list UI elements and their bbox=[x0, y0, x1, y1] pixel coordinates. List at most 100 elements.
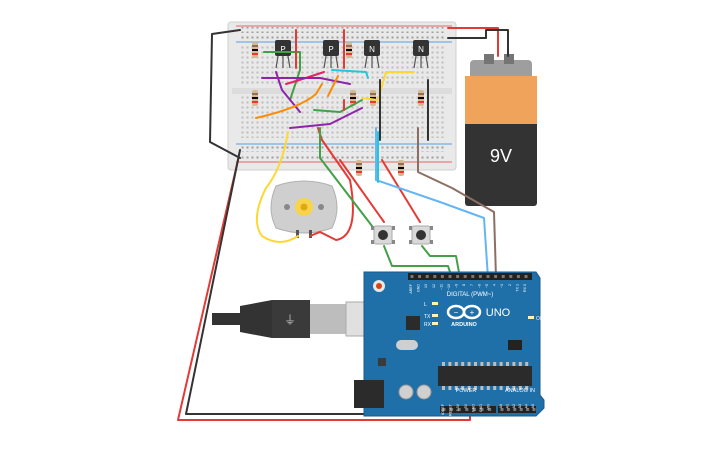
header-pin-hole[interactable] bbox=[471, 275, 475, 278]
header-pin-hole[interactable] bbox=[506, 408, 510, 411]
chip-pin bbox=[518, 362, 522, 366]
pin-label: 7 bbox=[470, 284, 474, 286]
wires-breadboard bbox=[255, 29, 429, 141]
chip-pin bbox=[474, 362, 477, 366]
header-pin-hole[interactable] bbox=[519, 408, 523, 411]
arduino-logo: − + bbox=[446, 304, 482, 320]
header-pin-hole[interactable] bbox=[478, 275, 482, 278]
pin-label: ~3 bbox=[500, 284, 504, 288]
header-pin-hole[interactable] bbox=[465, 408, 469, 411]
wire-cyan-1 bbox=[331, 69, 369, 79]
led-rx-label: RX bbox=[424, 322, 432, 328]
header-pin-hole[interactable] bbox=[516, 275, 520, 278]
header-pin-hole[interactable] bbox=[456, 275, 460, 278]
pin-label: 3.3V bbox=[456, 403, 460, 411]
header-pin-hole[interactable] bbox=[433, 275, 437, 278]
resistor-8[interactable] bbox=[398, 160, 404, 176]
header-pin-hole[interactable] bbox=[472, 408, 476, 411]
center-channel bbox=[232, 88, 452, 94]
header-pin-hole[interactable] bbox=[524, 275, 528, 278]
pin-label: VIN bbox=[487, 404, 491, 410]
chip-pin bbox=[486, 386, 490, 390]
transistor-label: N bbox=[418, 45, 424, 54]
resistors bbox=[252, 42, 424, 176]
wire-motor-yellow bbox=[255, 131, 299, 243]
resistor-3[interactable] bbox=[252, 90, 258, 106]
pin-label: 4 bbox=[493, 284, 497, 286]
transistor-p-2[interactable]: P bbox=[323, 40, 339, 69]
chip-pins bbox=[442, 362, 529, 390]
capacitor-2 bbox=[416, 384, 432, 400]
header-pin-hole[interactable] bbox=[448, 275, 452, 278]
header-pin-hole[interactable] bbox=[494, 275, 498, 278]
wire-button1-red bbox=[339, 159, 385, 223]
dc-power-jack[interactable] bbox=[354, 380, 384, 408]
dc-motor[interactable] bbox=[270, 180, 338, 238]
header-pin-hole[interactable] bbox=[457, 408, 461, 411]
header-pin-hole[interactable] bbox=[463, 275, 467, 278]
pin-label: A4 bbox=[525, 404, 529, 408]
wires-signals bbox=[319, 127, 497, 279]
header-pin-hole[interactable] bbox=[532, 408, 536, 411]
header-pin-hole[interactable] bbox=[442, 408, 446, 411]
analog-header bbox=[498, 406, 536, 413]
chip-pin bbox=[474, 386, 477, 390]
resistor-4[interactable] bbox=[350, 90, 356, 106]
usb-icon: ⏚ bbox=[284, 313, 296, 327]
pin-label: 2 bbox=[508, 284, 512, 286]
resistor-5[interactable] bbox=[370, 90, 376, 106]
wire-green-1 bbox=[263, 51, 301, 101]
resistor-7[interactable] bbox=[356, 160, 362, 176]
chip-pin bbox=[525, 386, 529, 390]
header-pin-hole[interactable] bbox=[425, 275, 429, 278]
header-pin-hole[interactable] bbox=[486, 275, 490, 278]
pin-label: A1 bbox=[505, 404, 509, 408]
chip-pin bbox=[512, 386, 516, 390]
wire-button2-green bbox=[421, 245, 461, 279]
crystal-oscillator bbox=[396, 340, 418, 350]
header-pin-hole[interactable] bbox=[480, 408, 484, 411]
chip-pin bbox=[448, 362, 452, 366]
resistor-2[interactable] bbox=[346, 42, 352, 58]
usb-plug-metal bbox=[310, 304, 346, 334]
atmega-chip bbox=[438, 366, 532, 386]
header-pin-hole[interactable] bbox=[509, 275, 513, 278]
header-pin-hole[interactable] bbox=[488, 408, 492, 411]
header-pin-hole[interactable] bbox=[450, 408, 454, 411]
header-pin-hole[interactable] bbox=[501, 275, 505, 278]
transistor-n-1[interactable]: N bbox=[364, 40, 380, 69]
battery-9v[interactable]: 9V bbox=[465, 54, 537, 206]
digital-header-label: DIGITAL (PWM~) bbox=[447, 292, 494, 298]
chip-pin bbox=[442, 362, 445, 366]
pin-label: ~10 bbox=[447, 284, 451, 290]
header-pin-hole[interactable] bbox=[513, 408, 517, 411]
resistor-1[interactable] bbox=[252, 42, 258, 58]
wire-purple-3 bbox=[289, 107, 363, 129]
chip-pin bbox=[467, 362, 471, 366]
chip-pin bbox=[461, 362, 465, 366]
header-pin-hole[interactable] bbox=[410, 275, 414, 278]
led-tx-label: TX bbox=[424, 314, 431, 320]
chip-pin bbox=[461, 386, 465, 390]
resistor-6[interactable] bbox=[418, 90, 424, 106]
header-pin-hole[interactable] bbox=[526, 408, 530, 411]
pin-label: RX 0 bbox=[523, 284, 527, 292]
header-pin-hole[interactable] bbox=[418, 275, 422, 278]
transistor-n-2[interactable]: N bbox=[413, 40, 429, 69]
pushbutton-1[interactable] bbox=[371, 225, 395, 245]
header-pin-hole[interactable] bbox=[500, 408, 504, 411]
chip-pin bbox=[493, 362, 497, 366]
chip-pin bbox=[525, 362, 529, 366]
pin-label: A2 bbox=[512, 404, 516, 408]
wire-battery-positive bbox=[447, 27, 499, 57]
transistor-label: P bbox=[280, 45, 285, 54]
chip-pin bbox=[512, 362, 516, 366]
pushbutton-2[interactable] bbox=[409, 225, 433, 245]
digital-header bbox=[408, 273, 532, 280]
header-pin-hole[interactable] bbox=[440, 275, 444, 278]
wire-battery-negative bbox=[447, 29, 509, 57]
on-label: ON bbox=[536, 316, 544, 322]
